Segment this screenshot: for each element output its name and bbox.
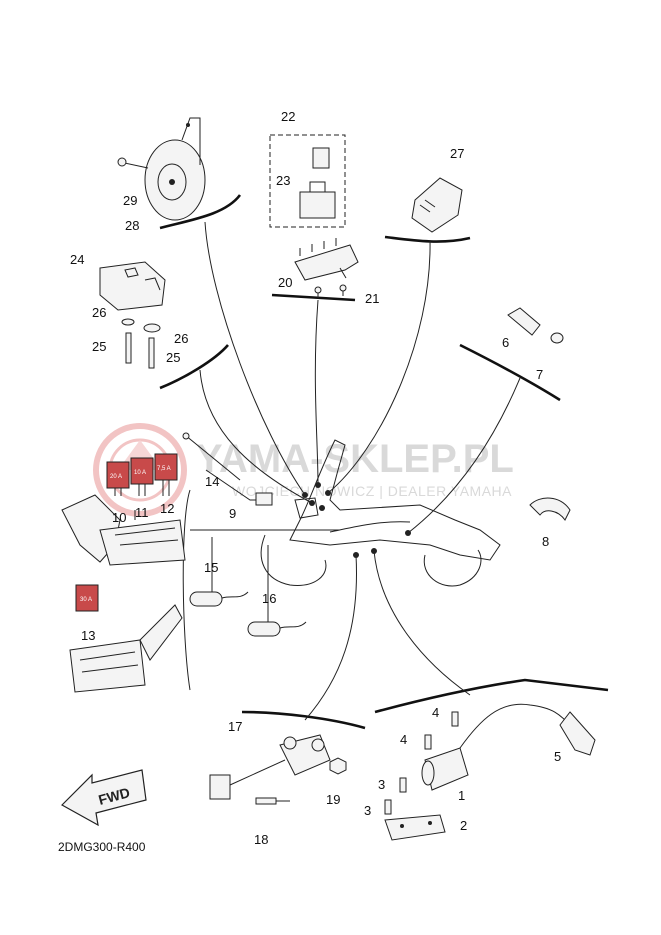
callout-28: 28 <box>125 218 139 233</box>
callout-22: 22 <box>281 109 295 124</box>
callout-10: 10 <box>112 510 126 525</box>
watermark-site-text: YAMA-SKLEP.PL <box>196 437 514 481</box>
fuse-10-label: 20 A <box>110 474 122 480</box>
callout-20: 20 <box>278 275 292 290</box>
sensor-16 <box>247 621 307 637</box>
callout-18: 18 <box>254 832 268 847</box>
callout-7: 7 <box>536 367 543 382</box>
callout-11: 11 <box>135 505 149 520</box>
callout-3a: 3 <box>378 777 385 792</box>
callout-24: 24 <box>70 252 84 267</box>
callout-15: 15 <box>204 560 218 575</box>
callout-14: 14 <box>205 474 219 489</box>
control-unit <box>411 177 463 233</box>
callout-26b: 26 <box>174 331 188 346</box>
callout-19: 19 <box>326 792 340 807</box>
switch-assembly <box>209 734 347 805</box>
callout-25b: 25 <box>166 350 180 365</box>
fuse-11-label: 10 A <box>134 470 146 476</box>
connector-14 <box>182 432 273 506</box>
diagram-code: 2DMG300-R400 <box>58 840 146 854</box>
callout-2: 2 <box>460 818 467 833</box>
callout-4a: 4 <box>432 705 439 720</box>
callout-27: 27 <box>450 146 464 161</box>
ignition-coil <box>384 703 596 841</box>
callout-numbers: 1 2 3 3 4 4 5 6 7 8 9 10 11 12 13 14 15 … <box>70 109 561 847</box>
watermark: YAMA-SKLEP.PL WOJCIECH NOWICZ | DEALER Y… <box>93 423 514 517</box>
clamp-8 <box>529 497 571 521</box>
leader-lines <box>134 221 521 721</box>
callout-1: 1 <box>458 788 465 803</box>
fuse-box-bottom: 30 A <box>69 584 183 693</box>
callout-26a: 26 <box>92 305 106 320</box>
callout-3b: 3 <box>364 803 371 818</box>
callout-5: 5 <box>554 749 561 764</box>
bracket-20 <box>294 238 359 298</box>
callout-12: 12 <box>160 501 174 516</box>
callout-25a: 25 <box>92 339 106 354</box>
sensor-6 <box>507 307 564 344</box>
callout-29: 29 <box>123 193 137 208</box>
fwd-arrow-icon: FWD <box>61 769 147 827</box>
callout-16: 16 <box>262 591 276 606</box>
callout-9: 9 <box>229 506 236 521</box>
sensor-15 <box>189 591 249 607</box>
callout-4b: 4 <box>400 732 407 747</box>
relay-assembly <box>269 134 346 228</box>
callout-23: 23 <box>276 173 290 188</box>
watermark-dealer-text: WOJCIECH NOWICZ | DEALER YAMAHA <box>232 483 512 499</box>
callout-6: 6 <box>502 335 509 350</box>
fuse-13-label: 30 A <box>80 597 92 603</box>
group-brackets <box>159 194 609 730</box>
fwd-label: FWD <box>97 784 132 808</box>
fuse-12-label: 7,5 A <box>157 466 171 472</box>
callout-21: 21 <box>365 291 379 306</box>
unit-24 <box>99 261 166 369</box>
fuse-box-top: 20 A 10 A 7,5 A <box>61 453 186 566</box>
horn <box>117 117 206 221</box>
callout-8: 8 <box>542 534 549 549</box>
callout-13: 13 <box>81 628 95 643</box>
callout-17: 17 <box>228 719 242 734</box>
